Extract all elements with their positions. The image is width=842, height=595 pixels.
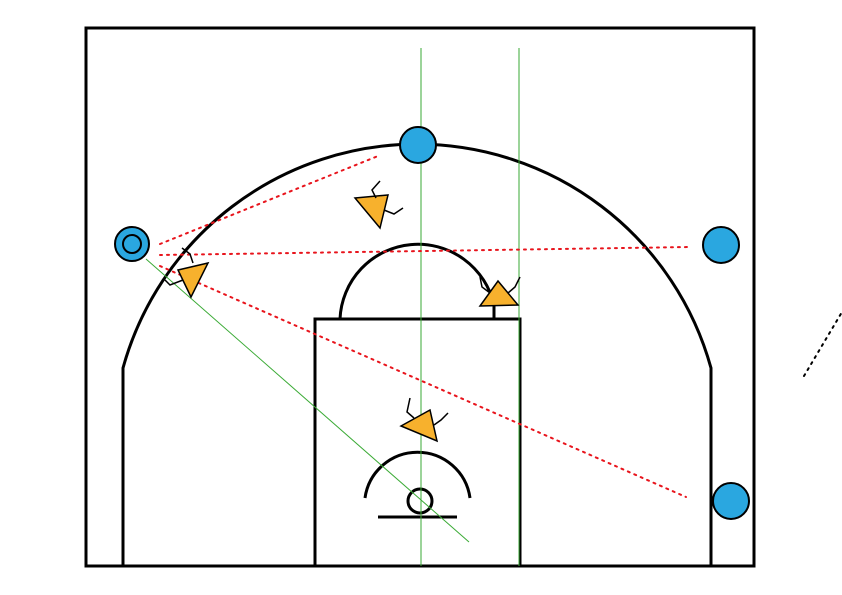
- defender-on-ball: [164, 247, 210, 299]
- paint-key: [313, 317, 522, 568]
- guide-line-diagonal: [145, 258, 470, 543]
- defender-elbow: [478, 276, 521, 307]
- pass-lane-to-right-wing: [159, 246, 691, 256]
- pass-lane-to-top: [159, 155, 379, 245]
- offense-player-right-wing: [702, 226, 740, 264]
- free-throw-circle: [338, 242, 496, 320]
- offense-player-right-corner: [712, 482, 750, 520]
- basketball-icon: [122, 234, 142, 254]
- defender-top-help: [353, 180, 404, 230]
- basket-rim: [406, 487, 434, 515]
- three-point-line: [121, 142, 713, 566]
- offense-player-top: [399, 126, 437, 164]
- court-boundary: [84, 26, 756, 568]
- restricted-area-arc: [363, 450, 472, 499]
- defender-paint: [399, 397, 449, 443]
- pass-lane-to-right-corner: [159, 265, 687, 498]
- off-court-dotted-line: [803, 311, 842, 377]
